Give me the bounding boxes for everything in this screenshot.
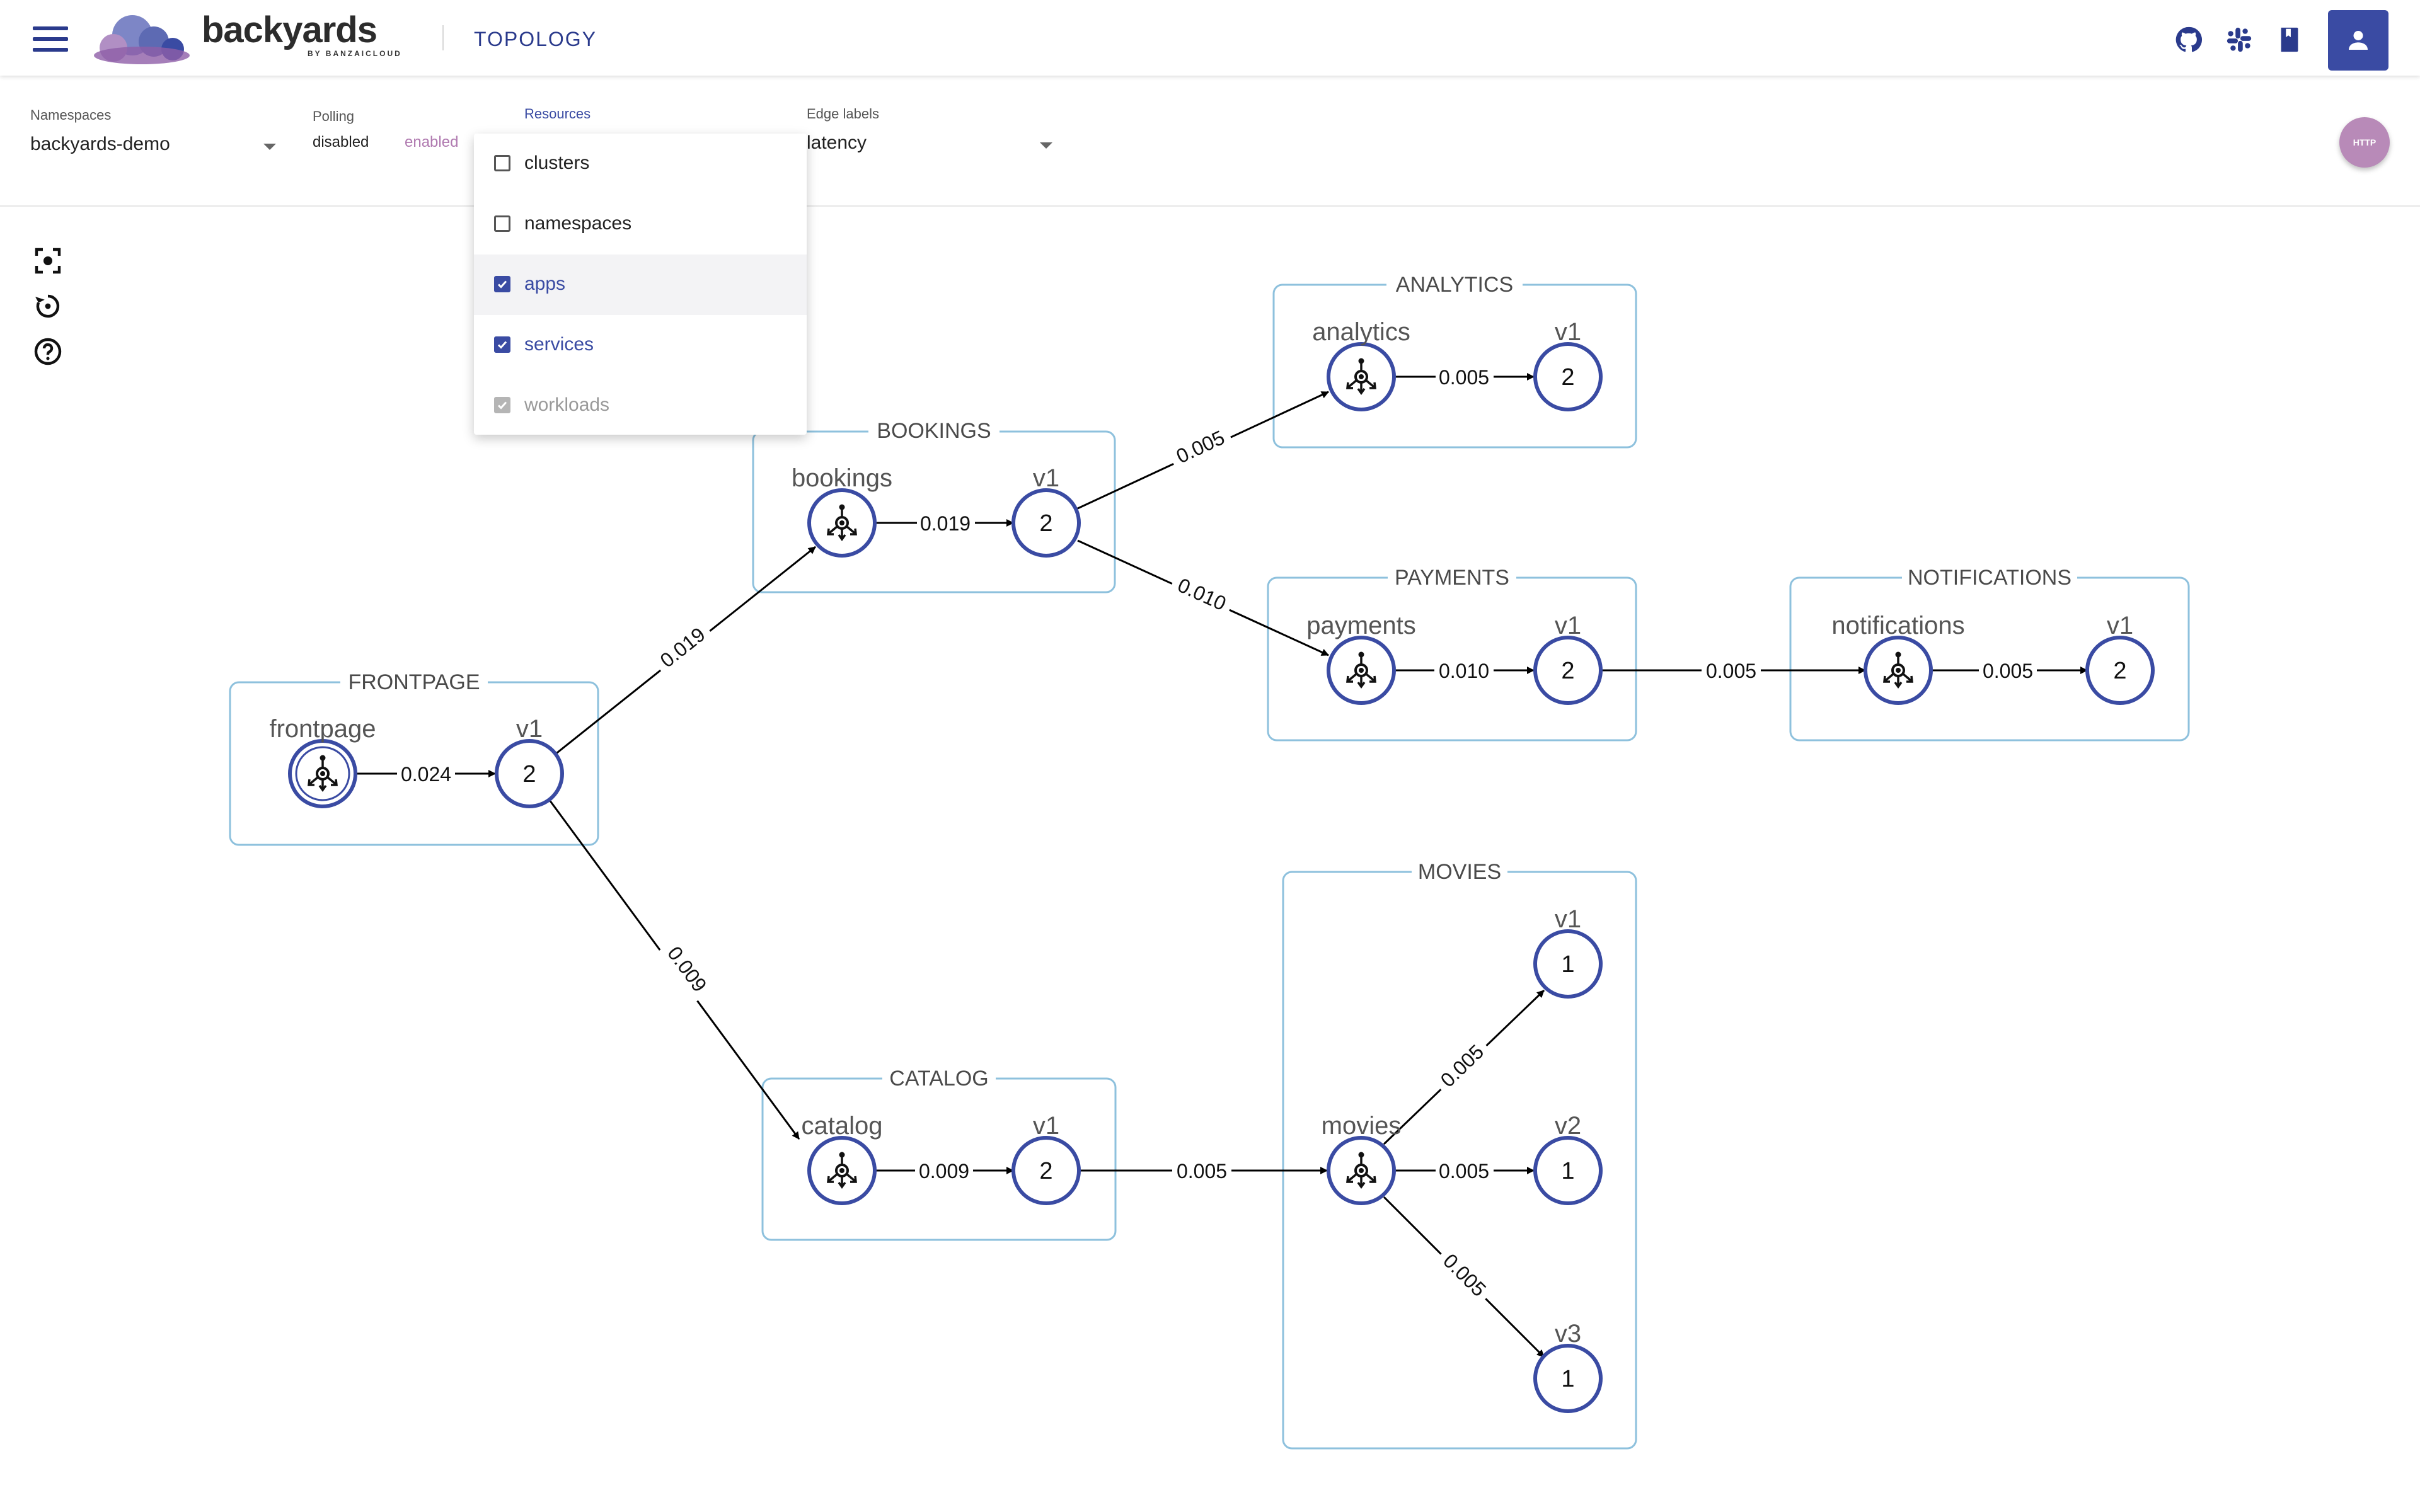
resource-option-apps[interactable]: apps <box>474 255 807 315</box>
workload-label: v1 <box>1555 612 1581 639</box>
edge-label-catalog-movies: 0.005 <box>1177 1160 1227 1183</box>
http-protocol-button[interactable]: HTTP <box>2339 117 2390 168</box>
menu-icon[interactable] <box>33 26 68 52</box>
slack-icon[interactable] <box>2225 25 2254 54</box>
group-title-catalog: CATALOG <box>889 1067 988 1091</box>
workload-node-payments-v1[interactable] <box>1533 636 1603 705</box>
workload-node-frontpage-v1[interactable] <box>495 739 564 808</box>
resources-label: Resources <box>524 106 591 122</box>
edge-labels-select[interactable]: latency <box>807 130 1059 161</box>
workload-count: 2 <box>1039 510 1052 537</box>
edge-label-catalog-v1: 0.009 <box>919 1160 969 1183</box>
resource-option-services[interactable]: services <box>474 315 807 375</box>
workload-node-movies-v2[interactable] <box>1533 1136 1603 1205</box>
service-label-analytics: analytics <box>1312 318 1410 346</box>
edge-label-bookings-v1: 0.019 <box>920 512 971 535</box>
workload-label: v1 <box>516 715 543 743</box>
brand-name: backyards <box>202 9 377 50</box>
group-title-analytics: ANALYTICS <box>1396 273 1513 297</box>
checkbox-checked-disabled-icon <box>494 397 510 413</box>
group-title-notifications: NOTIFICATIONS <box>1908 566 2071 590</box>
service-label-movies: movies <box>1322 1112 1402 1140</box>
checkbox-checked-icon <box>494 276 510 292</box>
group-title-payments: PAYMENTS <box>1395 566 1509 590</box>
service-label-payments: payments <box>1306 612 1415 639</box>
checkbox-unchecked-icon <box>494 215 510 232</box>
edge-label-frontpage-v1: 0.024 <box>401 763 451 786</box>
workload-count: 2 <box>1561 364 1574 391</box>
namespaces-label: Namespaces <box>30 107 112 123</box>
resource-option-label: apps <box>524 273 566 294</box>
edge-label-payments-v1: 0.010 <box>1439 660 1489 682</box>
workload-label: v1 <box>2107 612 2133 639</box>
resource-option-clusters[interactable]: clusters <box>474 134 807 194</box>
resource-option-label: services <box>524 334 594 355</box>
workload-node-catalog-v1[interactable] <box>1011 1136 1081 1205</box>
workload-count: 1 <box>1561 951 1574 978</box>
namespaces-value: backyards-demo <box>30 134 170 154</box>
workload-label: v1 <box>1555 905 1581 933</box>
service-label-bookings: bookings <box>792 464 892 492</box>
resource-option-label: clusters <box>524 152 590 173</box>
workload-count: 2 <box>1039 1158 1052 1184</box>
edge-label-bookings-payments: 0.010 <box>1174 573 1230 615</box>
backyards-logo-icon <box>94 15 190 64</box>
reset-icon[interactable] <box>33 291 63 321</box>
workload-count: 2 <box>1561 658 1574 684</box>
workload-label: v2 <box>1555 1112 1581 1140</box>
workload-label: v1 <box>1555 318 1581 346</box>
edge-label-bookings-analytics: 0.005 <box>1173 426 1228 467</box>
workload-node-analytics-v1[interactable] <box>1533 342 1603 411</box>
book-icon[interactable] <box>2275 25 2304 54</box>
service-label-frontpage: frontpage <box>269 715 376 743</box>
workload-count: 2 <box>2113 658 2126 684</box>
user-button[interactable] <box>2328 10 2388 71</box>
workload-node-movies-v1[interactable] <box>1533 929 1603 999</box>
ingress-ring <box>295 746 350 801</box>
group-title-frontpage: FRONTPAGE <box>348 670 480 694</box>
github-icon[interactable] <box>2174 25 2203 54</box>
brand-subtitle: BY BANZAICLOUD <box>308 49 402 58</box>
workload-count: 1 <box>1561 1366 1574 1392</box>
edge-labels-value: latency <box>807 132 867 153</box>
service-label-notifications: notifications <box>1831 612 1964 639</box>
namespaces-select[interactable]: backyards-demo <box>30 130 282 161</box>
checkbox-checked-icon <box>494 336 510 353</box>
page-title: TOPOLOGY <box>474 28 597 50</box>
workload-node-movies-v3[interactable] <box>1533 1344 1603 1413</box>
checkbox-unchecked-icon <box>494 155 510 171</box>
resource-option-label: namespaces <box>524 213 632 234</box>
user-icon <box>2349 31 2368 50</box>
resource-option-workloads: workloads <box>474 375 807 436</box>
edge-label-notifications-v1: 0.005 <box>1983 660 2033 682</box>
workload-count: 1 <box>1561 1158 1574 1184</box>
resource-option-namespaces[interactable]: namespaces <box>474 194 807 255</box>
filter-bar: Namespaces backyards-demo Polling disabl… <box>0 76 2420 207</box>
edge-label-movies-v2: 0.005 <box>1439 1160 1489 1183</box>
help-icon[interactable] <box>33 336 63 367</box>
chevron-down-icon <box>1040 142 1052 149</box>
group-title-bookings: BOOKINGS <box>877 419 991 443</box>
polling-enabled-option[interactable]: enabled <box>405 134 459 151</box>
polling-disabled-option[interactable]: disabled <box>313 134 369 151</box>
edge-label-payments-notifications: 0.005 <box>1706 660 1756 682</box>
workload-label: v1 <box>1033 464 1059 492</box>
service-label-catalog: catalog <box>802 1112 883 1140</box>
polling-label: Polling <box>313 108 355 124</box>
edge-labels-label: Edge labels <box>807 106 879 122</box>
workload-node-notifications-v1[interactable] <box>2085 636 2155 705</box>
edge-label-analytics-v1: 0.005 <box>1439 366 1489 389</box>
top-bar: backyards BY BANZAICLOUD TOPOLOGY <box>0 0 2420 76</box>
workload-node-bookings-v1[interactable] <box>1011 488 1081 558</box>
workload-label: v1 <box>1033 1112 1059 1140</box>
workload-count: 2 <box>522 761 536 788</box>
focus-icon[interactable] <box>33 246 63 276</box>
header-divider <box>442 25 444 50</box>
workload-label: v3 <box>1555 1320 1581 1348</box>
chevron-down-icon <box>263 144 276 150</box>
resource-option-label: workloads <box>524 394 610 415</box>
resources-dropdown: clusters namespaces apps services worklo… <box>474 134 807 435</box>
group-title-movies: MOVIES <box>1418 860 1501 884</box>
